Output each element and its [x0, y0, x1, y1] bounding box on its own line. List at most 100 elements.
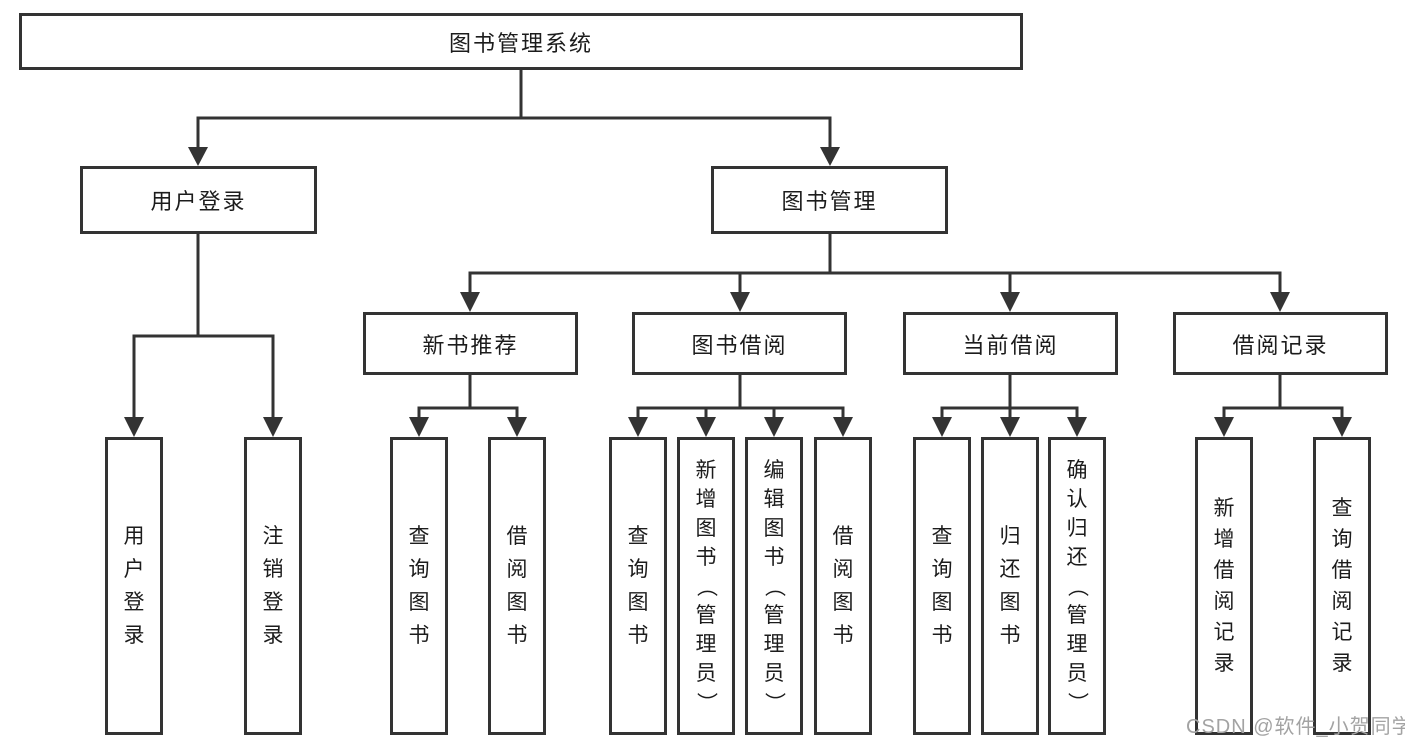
vertical-label-char: 销: [262, 558, 284, 581]
arrowhead-icon: [833, 417, 853, 437]
vertical-label-char: 户: [123, 558, 145, 581]
arrowhead-icon: [1000, 292, 1020, 312]
vertical-label-char: 管: [695, 603, 717, 627]
leaf-return-books: 归还图书: [981, 437, 1039, 735]
vertical-label-char: 借: [832, 525, 854, 548]
arrowhead-icon: [460, 292, 480, 312]
node-book-management: 图书管理: [711, 166, 948, 234]
vertical-label-char: 书: [506, 624, 528, 647]
vertical-label-char: 图: [931, 591, 953, 614]
arrowhead-icon: [1000, 417, 1020, 437]
node-user-login-label: 用户登录: [150, 189, 247, 214]
connector-book-mgmt-to-level3: [460, 234, 1290, 312]
vertical-label-char: 登: [262, 591, 284, 614]
arrowhead-icon: [188, 147, 208, 166]
vertical-label-char: 员: [695, 661, 717, 685]
node-current-borrow: 当前借阅: [903, 312, 1118, 375]
vertical-label-char: 编: [763, 458, 785, 482]
vertical-label-char: 查: [408, 525, 430, 548]
vertical-label-char: 员: [1066, 661, 1088, 685]
arrowhead-icon: [1270, 292, 1290, 312]
vertical-label-char: 查: [627, 525, 649, 548]
leaf-borrow-books-recommend: 借阅图书: [488, 437, 546, 735]
vertical-label-char: 登: [123, 591, 145, 614]
connector-borrow-record-to-leaves: [1214, 375, 1352, 437]
vertical-label-char: 询: [408, 558, 430, 581]
vertical-label-char: 归: [999, 525, 1021, 548]
vertical-label-char: 图: [695, 516, 717, 540]
node-borrow-record-label: 借阅记录: [1232, 332, 1329, 358]
leaf-logout: 注销登录: [244, 437, 302, 735]
arrowhead-icon: [409, 417, 429, 437]
vertical-label-char: 还: [1066, 545, 1088, 569]
node-book-borrow-label: 图书借阅: [691, 332, 788, 358]
vertical-label-char: 新: [695, 458, 717, 482]
arrowhead-icon: [1332, 417, 1352, 437]
vertical-label-char: 书: [931, 624, 953, 647]
node-current-borrow-label: 当前借阅: [962, 332, 1059, 358]
vertical-label-char: 书: [832, 624, 854, 647]
vertical-label-char: 询: [931, 558, 953, 581]
arrowhead-icon: [507, 417, 527, 437]
node-root-label: 图书管理系统: [448, 30, 593, 56]
watermark: CSDN @软件_小贺同学: [1186, 716, 1405, 738]
vertical-label-char: 询: [627, 558, 649, 581]
vertical-label-char: 借: [1331, 559, 1353, 582]
vertical-label-char: 阅: [1331, 590, 1353, 613]
vertical-label-char: 阅: [506, 558, 528, 581]
arrowhead-icon: [696, 417, 716, 437]
vertical-label-char: 录: [123, 624, 145, 647]
vertical-label-char: 员: [763, 661, 785, 685]
leaf-user-login: 用户登录: [105, 437, 163, 735]
vertical-label-char: ）: [1065, 691, 1089, 713]
arrowhead-icon: [124, 417, 144, 437]
vertical-label-char: 图: [763, 516, 785, 540]
vertical-label-char: ）: [694, 691, 718, 713]
node-borrow-record: 借阅记录: [1173, 312, 1388, 375]
vertical-label-char: 注: [262, 525, 284, 548]
arrowhead-icon: [932, 417, 952, 437]
arrowhead-icon: [1067, 417, 1087, 437]
arrowhead-icon: [263, 417, 283, 437]
leaf-borrow-books: 借阅图书: [814, 437, 872, 735]
connector-book-borrow-to-leaves: [628, 375, 853, 437]
vertical-label-char: 增: [695, 487, 717, 511]
node-book-management-label: 图书管理: [781, 189, 878, 214]
arrowhead-icon: [628, 417, 648, 437]
leaf-edit-books-admin: 编辑图书（管理员）: [745, 437, 803, 735]
vertical-label-char: 借: [1213, 559, 1235, 582]
arrowhead-icon: [764, 417, 784, 437]
connector-root-to-level2: [188, 69, 840, 166]
node-root: 图书管理系统: [19, 13, 1023, 70]
leaf-query-borrow-record: 查询借阅记录: [1313, 437, 1371, 735]
node-book-borrow: 图书借阅: [632, 312, 847, 375]
vertical-label-char: 图: [408, 591, 430, 614]
vertical-label-char: 记: [1331, 621, 1353, 644]
arrowhead-icon: [820, 147, 840, 166]
vertical-label-char: 图: [832, 591, 854, 614]
leaf-add-books-admin: 新增图书（管理员）: [677, 437, 735, 735]
vertical-label-char: 书: [999, 624, 1021, 647]
vertical-label-char: 理: [695, 632, 717, 656]
leaf-add-borrow-record: 新增借阅记录: [1195, 437, 1253, 735]
vertical-label-char: （: [1065, 575, 1089, 597]
vertical-label-char: 记: [1213, 621, 1235, 644]
vertical-label-char: 录: [262, 624, 284, 647]
connector-current-borrow-to-leaves: [932, 375, 1087, 437]
vertical-label-char: 理: [763, 632, 785, 656]
vertical-label-char: （: [762, 575, 786, 597]
vertical-label-char: （: [694, 575, 718, 597]
vertical-label-char: 新: [1213, 497, 1235, 520]
vertical-label-char: 书: [408, 624, 430, 647]
node-user-login: 用户登录: [80, 166, 317, 234]
vertical-label-char: 归: [1066, 516, 1088, 540]
node-new-book-recommend: 新书推荐: [363, 312, 578, 375]
vertical-label-char: 询: [1331, 528, 1353, 551]
vertical-label-char: 用: [123, 525, 145, 548]
vertical-label-char: 阅: [832, 558, 854, 581]
vertical-label-char: 图: [627, 591, 649, 614]
arrowhead-icon: [1214, 417, 1234, 437]
vertical-label-char: 借: [506, 525, 528, 548]
